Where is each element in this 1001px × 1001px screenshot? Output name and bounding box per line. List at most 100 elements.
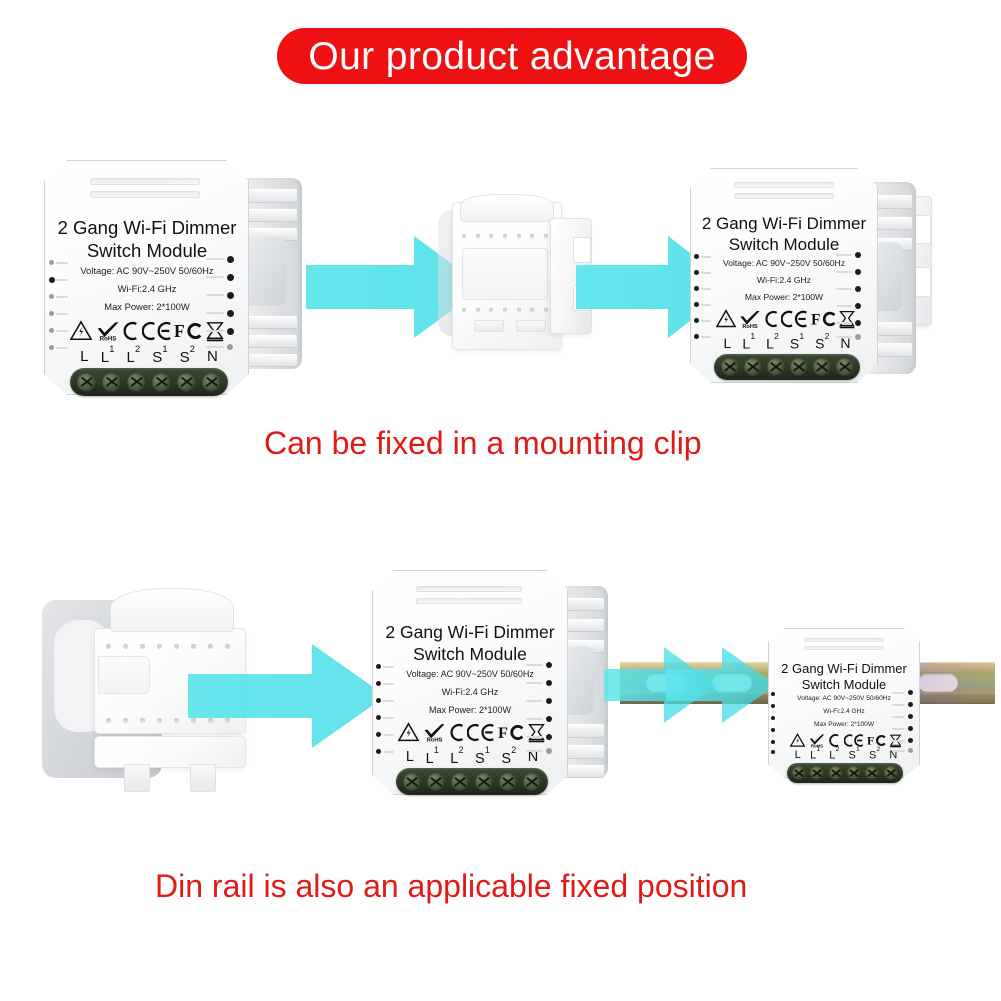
terminal-label: S1: [848, 745, 860, 762]
mounting-clip: [432, 194, 592, 356]
clip-hole-row-top: [462, 234, 548, 238]
caption-din-rail: Din rail is also an applicable fixed pos…: [155, 868, 748, 904]
terminal-screw: [102, 372, 121, 392]
weee-bin-icon: [839, 310, 855, 329]
ce-icon: [781, 310, 808, 328]
product-name-line2: Switch Module: [413, 644, 527, 664]
vent-slot: [90, 191, 200, 198]
clip-top-wave: [110, 588, 234, 632]
clip-center-window: [98, 656, 150, 694]
right-indicator-dots: [892, 690, 922, 756]
warning-triangle-icon: [716, 309, 736, 328]
product-name-line1: 2 Gang Wi-Fi Dimmer: [57, 217, 237, 238]
product-name-line2: Switch Module: [801, 677, 887, 692]
terminal-screw: [743, 358, 762, 376]
switch-module-in-clip: 2 Gang Wi-Fi Dimmer Switch Module Voltag…: [690, 168, 960, 396]
terminal-screw: [847, 766, 862, 780]
terminal-screw: [812, 358, 831, 376]
din-rail-slot: [918, 673, 958, 693]
ce-icon: [467, 724, 495, 741]
vent-slot: [734, 182, 834, 188]
product-name-line1: 2 Gang Wi-Fi Dimmer: [701, 214, 867, 233]
ce-icon: [141, 321, 171, 341]
product-name-line1: 2 Gang Wi-Fi Dimmer: [385, 622, 555, 642]
terminal-label: S2: [815, 331, 830, 352]
svg-text:F: F: [498, 724, 508, 742]
clip-lower-plate: [94, 736, 246, 768]
vent-slot: [416, 598, 522, 604]
fc-icon: F: [174, 321, 202, 341]
left-indicator-dots: [694, 254, 716, 340]
vent-slot: [416, 586, 522, 592]
c-mark-icon: [765, 310, 777, 328]
weee-bin-icon: [889, 734, 902, 747]
terminal-screw: [766, 358, 785, 376]
switch-module-loose: 2 Gang Wi-Fi Dimmer Switch Module Voltag…: [44, 160, 302, 396]
terminal-label: L: [794, 749, 801, 761]
terminal-label: N: [889, 749, 898, 761]
rohs-icon: RoHS: [424, 724, 445, 743]
terminal-label: N: [527, 749, 539, 765]
terminal-screw: [403, 772, 421, 791]
flow-arrow-right: [188, 640, 388, 752]
caption-mounting-clip: Can be fixed in a mounting clip: [264, 425, 702, 461]
certification-icons: RoHS F: [790, 731, 902, 749]
spec-voltage: Voltage: AC 90V~250V 50/60Hz: [797, 695, 891, 702]
spec-voltage: Voltage: AC 90V~250V 50/60Hz: [80, 265, 214, 276]
page-title: Our product advantage: [308, 34, 716, 78]
fc-icon: F: [811, 311, 835, 328]
terminal-screw: [202, 372, 221, 392]
clip-hole-row-bottom: [462, 308, 548, 312]
terminal-screw: [865, 766, 880, 780]
terminal-screw: [451, 772, 469, 791]
product-name-line2: Switch Module: [86, 240, 208, 261]
terminal-labels: L L1 L2 S1 S2 N: [74, 343, 224, 366]
page-title-banner: Our product advantage: [277, 28, 747, 84]
terminal-block: [787, 763, 903, 783]
terminal-screw: [523, 772, 541, 791]
terminal-screw: [177, 372, 196, 392]
spec-voltage: Voltage: AC 90V~250V 50/60Hz: [406, 669, 534, 679]
din-rail-clip: [38, 578, 298, 818]
clip-top-wave: [460, 194, 554, 222]
certification-icons: RoHS F: [70, 318, 225, 344]
terminal-label: S1: [475, 744, 490, 767]
rohs-icon: RoHS: [97, 322, 118, 342]
terminal-label: L2: [829, 745, 840, 762]
terminal-label: S1: [789, 331, 805, 352]
left-indicator-dots: [771, 692, 787, 754]
terminal-labels: L L1 L2 S1 S2 N: [400, 744, 544, 767]
rohs-icon: RoHS: [809, 734, 825, 748]
vent-slot: [804, 646, 884, 650]
switch-module-on-din-rail: 2 Gang Wi-Fi Dimmer Switch Module Voltag…: [768, 628, 938, 788]
rohs-icon: RoHS: [740, 311, 760, 329]
terminal-label: L2: [766, 331, 779, 352]
clip-foot: [190, 764, 216, 792]
c-mark-icon: [123, 321, 138, 341]
warning-triangle-icon: [790, 732, 805, 747]
right-indicator-dots: [836, 252, 874, 340]
switch-module-with-clip: 2 Gang Wi-Fi Dimmer Switch Module Voltag…: [372, 570, 612, 802]
clip-foot: [474, 320, 504, 332]
terminal-screw: [789, 358, 808, 376]
terminal-block: [70, 368, 228, 396]
svg-text:RoHS: RoHS: [99, 337, 115, 342]
spec-power: Max Power: 2*100W: [813, 721, 875, 728]
terminal-label: L1: [742, 331, 756, 352]
certification-icons: RoHS F: [398, 720, 546, 745]
terminal-label: S2: [868, 745, 881, 762]
terminal-screw: [77, 372, 96, 392]
terminal-label: L: [723, 335, 732, 351]
terminal-screw: [810, 766, 825, 780]
left-indicator-dots: [49, 260, 73, 352]
terminal-screw: [427, 772, 445, 791]
terminal-label: L2: [450, 744, 464, 767]
terminal-block: [396, 768, 548, 795]
spec-wifi: Wi-Fi:2.4 GHz: [441, 687, 499, 697]
terminal-labels: L L1 L2 S1 S2 N: [790, 745, 902, 762]
clip-foot: [516, 320, 546, 332]
terminal-label: S2: [179, 343, 195, 366]
spec-power: Max Power: 2*100W: [428, 705, 512, 715]
warning-triangle-icon: [70, 320, 92, 341]
